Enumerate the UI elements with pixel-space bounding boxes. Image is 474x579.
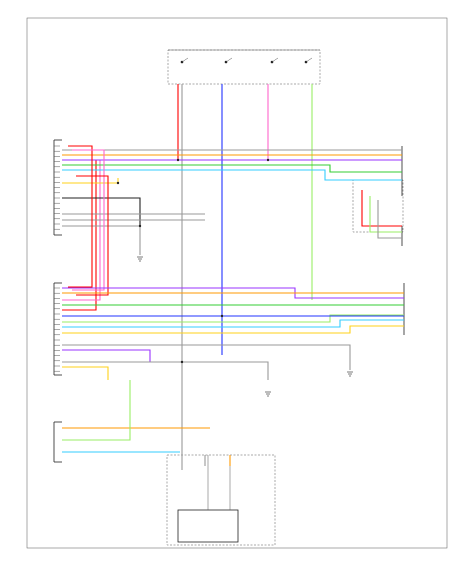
- wire-upper-gray-4: [62, 225, 141, 255]
- lower-control-module: [53, 282, 62, 376]
- ground-icon: [137, 256, 143, 262]
- splice-dot: [266, 158, 270, 162]
- wire-upper-lt-blue: [62, 169, 402, 181]
- bottom-left-module: [53, 421, 62, 463]
- splice-dot: [176, 158, 180, 162]
- splice-dot: [138, 224, 142, 228]
- splice-dot: [220, 314, 224, 318]
- wire-lower-lt-green: [62, 314, 404, 323]
- wire-harness: [62, 84, 404, 470]
- wire-switch-red: [361, 190, 402, 227]
- top-switch-box: [167, 49, 321, 85]
- wire-loop-red-2: [76, 175, 109, 296]
- wire-upper-green: [62, 164, 402, 173]
- page-frame: [26, 17, 448, 549]
- wire-loop-pink-1: [72, 149, 105, 291]
- ground-icon: [347, 371, 353, 377]
- wire-lower-violet-2: [62, 349, 151, 362]
- wire-switch-gray: [377, 200, 402, 239]
- splice-points: [116, 158, 270, 364]
- splice-dot: [180, 360, 184, 364]
- ground-icon: [265, 391, 271, 397]
- wire-loop-red-1: [68, 145, 93, 288]
- wire-lower-yellow: [62, 325, 404, 334]
- upper-control-module: [53, 139, 62, 236]
- wire-lower-lt-blue: [62, 319, 404, 328]
- wire-upper-yellow: [62, 178, 119, 184]
- splice-dot: [116, 181, 120, 185]
- wire-lower-gray: [62, 344, 351, 370]
- top-switch-assembly: [167, 49, 321, 85]
- wire-switch-lt-green: [369, 196, 402, 233]
- wire-bottom-gray-1: [62, 361, 269, 380]
- fuel-tank-outline: [166, 454, 276, 546]
- wire-top-red: [62, 84, 179, 311]
- wire-bottom-lt-green: [62, 380, 131, 441]
- wire-top-pink: [62, 84, 269, 301]
- wire-upper-black: [62, 197, 141, 225]
- fuel-tank-unit: [166, 454, 276, 546]
- fuel-sender: [177, 509, 239, 543]
- ground-symbols: [137, 256, 353, 397]
- wire-bottom-yellow: [62, 366, 109, 380]
